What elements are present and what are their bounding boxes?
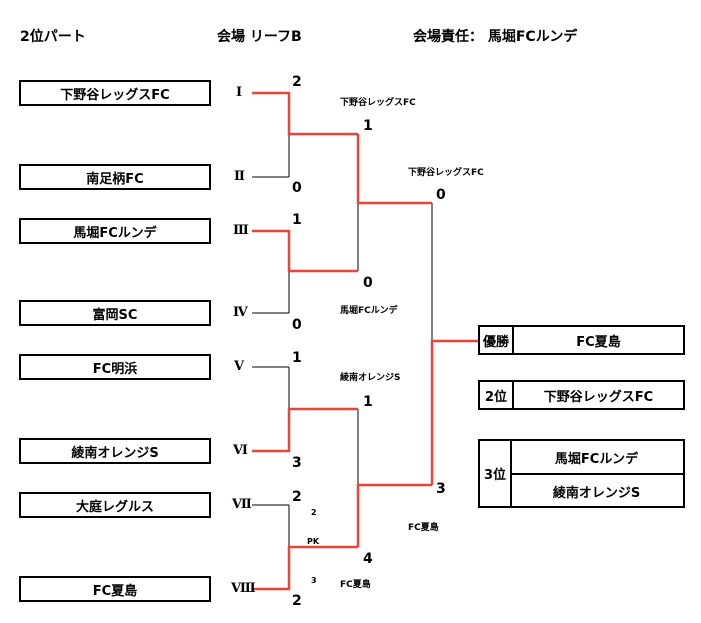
third-place-box: 3位 馬堀FCルンデ 綾南オレンジS — [478, 439, 685, 508]
third-place-team: 綾南オレンジS — [552, 485, 641, 501]
team-box: FC夏島 — [19, 576, 211, 602]
second-place-box: 2位 下野谷レッグスFC — [478, 380, 685, 410]
team-box: 馬堀FCルンデ — [19, 218, 211, 244]
match-winner-label: 綾南オレンジS — [340, 373, 401, 383]
seed-number: Ⅶ — [232, 497, 252, 512]
semi-score: 4 — [363, 551, 373, 567]
seed-number: Ⅷ — [231, 581, 256, 596]
semi-winner-label: FC夏島 — [408, 523, 439, 533]
round1-score: 1 — [292, 350, 302, 366]
third-place-team: 馬堀FCルンデ — [510, 441, 683, 475]
team-box: 富岡SC — [19, 300, 211, 326]
round1-score: 0 — [292, 317, 302, 333]
team-box: 大庭レグルス — [19, 492, 211, 518]
pk-score: 2 — [311, 508, 317, 517]
champion-box: 優勝 FC夏島 — [478, 325, 685, 355]
round1-score: 0 — [292, 180, 302, 196]
venue-manager-label: 会場責任： 馬堀FCルンデ — [413, 29, 578, 45]
pk-score: 3 — [311, 576, 317, 585]
second-place-label: 2位 — [480, 382, 514, 408]
match-winner-label: FC夏島 — [340, 580, 371, 590]
seed-number: Ⅰ — [236, 85, 243, 100]
round1-score: 2 — [292, 74, 302, 90]
seed-number: Ⅲ — [233, 223, 249, 238]
semi-winner-label: 下野谷レッグスFC — [408, 168, 484, 178]
round1-score: 3 — [292, 455, 302, 471]
seed-number: Ⅳ — [233, 305, 248, 320]
semi-score: 1 — [363, 118, 373, 134]
part-title: 2位パート — [20, 29, 86, 45]
final-score: 3 — [436, 481, 446, 497]
team-box: 下野谷レッグスFC — [19, 80, 211, 106]
round1-score: 2 — [292, 489, 302, 505]
pk-label: PK — [307, 537, 320, 546]
final-score: 0 — [436, 187, 446, 203]
champion-team: FC夏島 — [576, 334, 621, 350]
semi-score: 1 — [363, 394, 373, 410]
round1-score: 2 — [292, 593, 302, 609]
seed-number: Ⅵ — [233, 443, 248, 458]
second-place-team: 下野谷レッグスFC — [543, 389, 654, 405]
team-box: 綾南オレンジS — [19, 438, 211, 464]
seed-number: Ⅱ — [234, 169, 245, 184]
champion-label: 優勝 — [480, 327, 514, 353]
venue-label: 会場 リーフB — [217, 29, 302, 45]
team-box: FC明浜 — [19, 354, 211, 380]
round1-score: 1 — [292, 212, 302, 228]
match-winner-label: 下野谷レッグスFC — [340, 98, 416, 108]
match-winner-label: 馬堀FCルンデ — [340, 306, 398, 316]
third-place-label: 3位 — [480, 441, 512, 506]
team-box: 南足柄FC — [19, 164, 211, 190]
seed-number: Ⅴ — [234, 359, 245, 374]
semi-score: 0 — [363, 275, 373, 291]
